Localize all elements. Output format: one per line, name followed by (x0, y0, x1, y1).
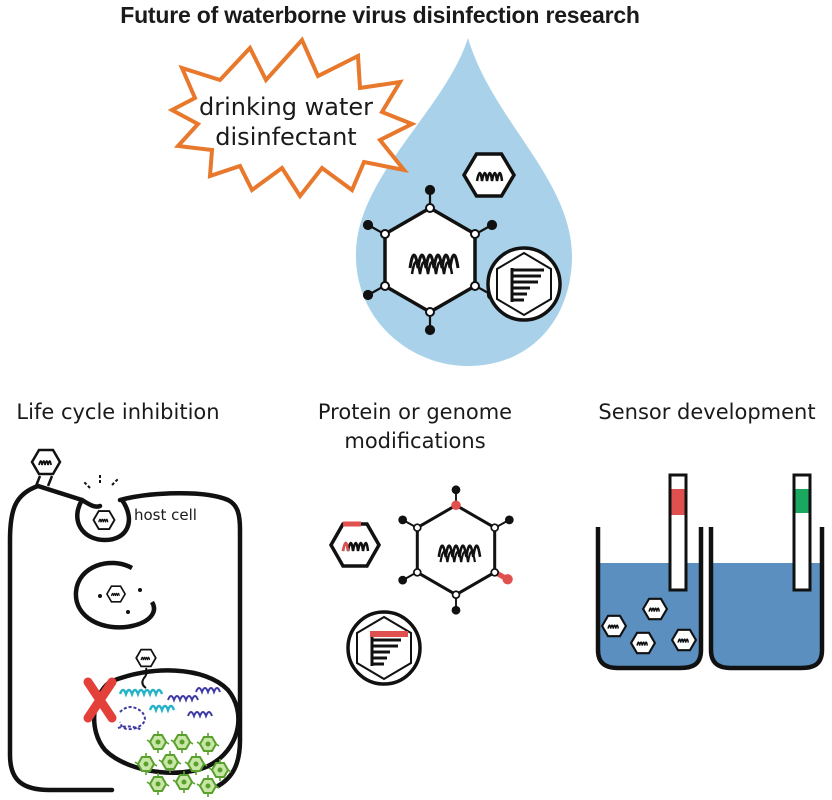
disinfectant-label-line-1: drinking water (199, 93, 373, 121)
inhibition-x-icon (83, 677, 117, 723)
small-virus-icon (461, 152, 517, 198)
host-cell (7, 483, 243, 793)
disinfectant-burst (167, 36, 417, 200)
capsid-docking-icon (135, 648, 157, 668)
vesicle (73, 560, 157, 630)
sensor-strip-red-icon (668, 473, 688, 592)
modified-large-virus-icon (398, 485, 514, 615)
section-protein-genome-modifications: Protein or genome modifications (290, 398, 540, 456)
sensor-strip-green-icon (792, 473, 812, 592)
endosome-entry (75, 475, 132, 543)
section-sensor-development: Sensor development (598, 400, 816, 424)
progeny-viruses (134, 730, 232, 798)
section-modifications-line-2: modifications (344, 429, 486, 453)
disinfectant-label: drinking water disinfectant (186, 92, 386, 152)
enveloped-virus-icon (486, 246, 562, 322)
modified-small-virus-icon (328, 521, 382, 568)
nucleus (91, 648, 241, 775)
disinfectant-label-line-2: disinfectant (215, 123, 357, 151)
modified-enveloped-virus-icon (346, 610, 422, 686)
diagram-title: Future of waterborne virus disinfection … (120, 2, 640, 28)
section-life-cycle-inhibition: Life cycle inhibition (16, 400, 220, 424)
large-virus-icon (362, 184, 498, 336)
section-modifications-line-1: Protein or genome (317, 400, 513, 424)
attaching-virus-icon (30, 448, 62, 487)
host-cell-label: host cell (134, 506, 197, 524)
